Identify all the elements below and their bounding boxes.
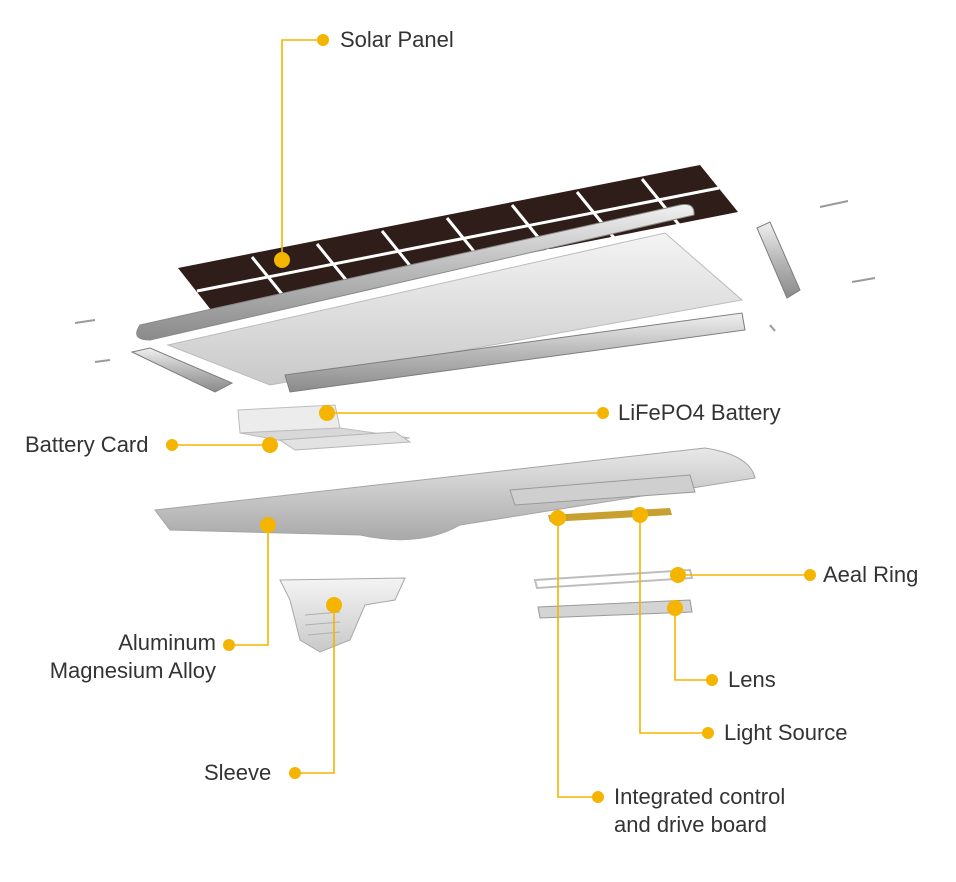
side-rail-part [130,312,746,393]
control-board-marker [550,510,566,526]
control-board-label: Integrated control and drive board [614,783,785,839]
housing-part [154,447,756,541]
sleeve-label: Sleeve [204,760,272,785]
lifepo4-battery-label: LiFePO4 Battery [618,400,781,425]
light-source-part [548,508,672,522]
battery-card-marker [262,437,278,453]
aeal-ring-part [533,568,694,590]
callout-lines [172,39,810,798]
aluminum-magnesium-alloy-label: Aluminum Magnesium Alloy [20,629,216,685]
battery-marker [319,405,335,421]
end-cap-part [756,221,801,299]
battery-part [237,404,412,451]
battery-card-label-dot [166,439,178,451]
battery-label-dot [597,407,609,419]
control-board-line2: and drive board [614,812,767,837]
light-source-label-dot [702,727,714,739]
aeal-ring-label-dot [804,569,816,581]
control-board-label-dot [592,791,604,803]
aeal-ring-marker [670,567,686,583]
lens-label: Lens [728,667,776,692]
battery-card-label: Battery Card [25,432,149,457]
sleeve-label-dot [289,767,301,779]
lens-label-dot [706,674,718,686]
aeal-ring-label: Aeal Ring [823,562,919,587]
lens-marker [667,600,683,616]
light-source-marker [632,507,648,523]
solar-panel-part [178,165,738,315]
aluminum-alloy-line2: Magnesium Alloy [49,658,216,683]
solar-panel-label-dot [317,34,329,46]
back-plate-part [166,232,744,386]
top-rail-part [136,204,695,341]
sleeve-part [279,577,406,653]
screws-part [74,200,876,363]
solar-panel-label: Solar Panel [340,27,454,52]
housing-marker [260,517,276,533]
alloy-label-dot [223,639,235,651]
control-board-line1: Integrated control [614,784,786,809]
aluminum-alloy-line1: Aluminum [118,630,216,655]
callout-dots [166,34,816,803]
sleeve-marker [326,597,342,613]
solar-panel-marker [274,252,290,268]
light-source-label: Light Source [724,720,848,745]
